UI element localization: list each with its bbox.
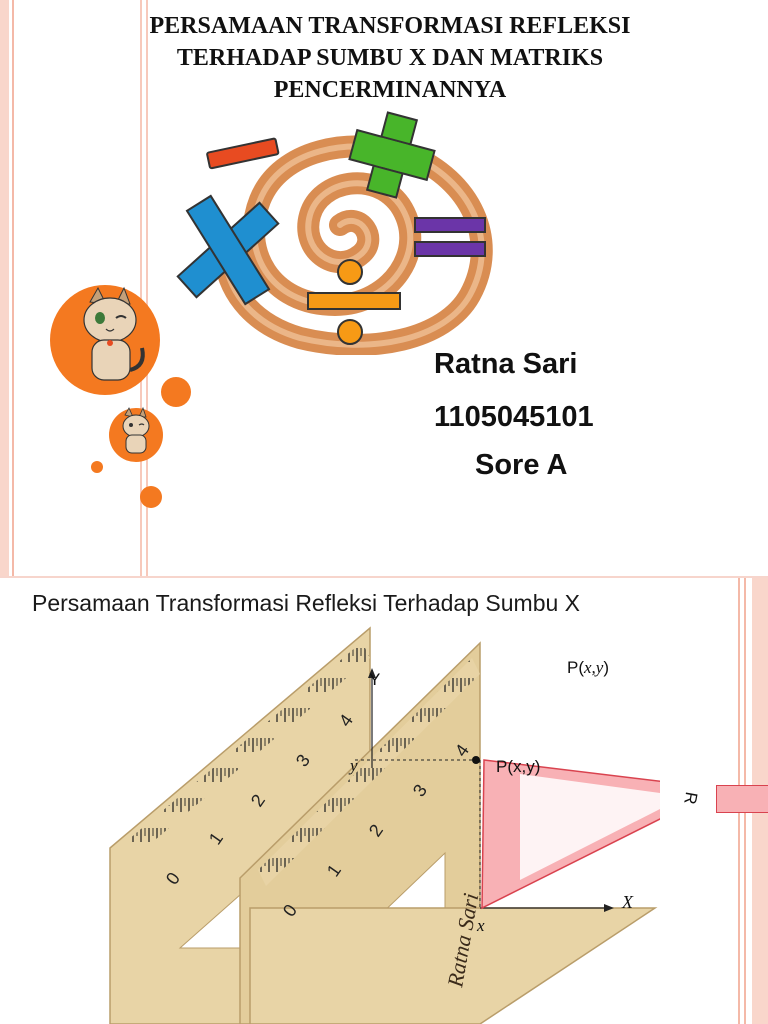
compass-letter: R: [680, 790, 702, 806]
x-tick-label: x: [477, 916, 485, 935]
left-stripe: [146, 0, 148, 576]
slide-title: Persamaan Transformasi Refleksi Terhadap…: [32, 590, 581, 616]
y-axis-label: Y: [369, 670, 381, 689]
author-class: Sore A: [475, 449, 568, 481]
point-marker: [472, 756, 480, 764]
y-tick-label: y: [350, 756, 358, 775]
minus-icon: [206, 137, 280, 170]
orange-circle: [161, 377, 191, 407]
point-label: P(x,y): [496, 757, 541, 776]
x-axis-label: X: [622, 892, 633, 912]
plus-icon: [348, 111, 436, 199]
orange-circle: [91, 461, 103, 473]
slide-divider: [0, 576, 768, 578]
orange-circle: [140, 486, 162, 508]
author-id: 1105045101: [434, 401, 594, 433]
compass-handle: [716, 785, 768, 813]
slide-title: PERSAMAAN TRANSFORMASI REFLEKSI TERHADAP…: [60, 10, 720, 106]
left-stripe: [12, 0, 14, 576]
title-line: TERHADAP SUMBU X DAN MATRIKS: [176, 45, 604, 71]
left-stripe: [140, 0, 142, 576]
cat-mascot-icon: [122, 406, 150, 454]
author-name: Ratna Sari: [434, 348, 578, 380]
math-symbols-illustration: [176, 111, 493, 355]
cat-decoration: [50, 285, 191, 508]
cat-mascot-icon: [83, 286, 145, 381]
point-label: P(x,y): [567, 658, 610, 677]
compass-icon: [481, 759, 660, 910]
left-stripe: [0, 0, 9, 576]
title-slide: PERSAMAAN TRANSFORMASI REFLEKSI TERHADAP…: [0, 0, 720, 576]
title-line: PENCERMINANNYA: [273, 77, 507, 103]
times-icon: [176, 194, 280, 306]
content-slide: Persamaan Transformasi Refleksi Terhadap…: [0, 578, 768, 1024]
equals-icon: [414, 217, 486, 257]
title-line: PERSAMAAN TRANSFORMASI REFLEKSI: [149, 13, 631, 39]
divide-icon: [307, 259, 401, 345]
ruler-illustration: 0 1 2 3 4 0 1 2 3 4 Ratna Sari: [109, 626, 660, 1024]
